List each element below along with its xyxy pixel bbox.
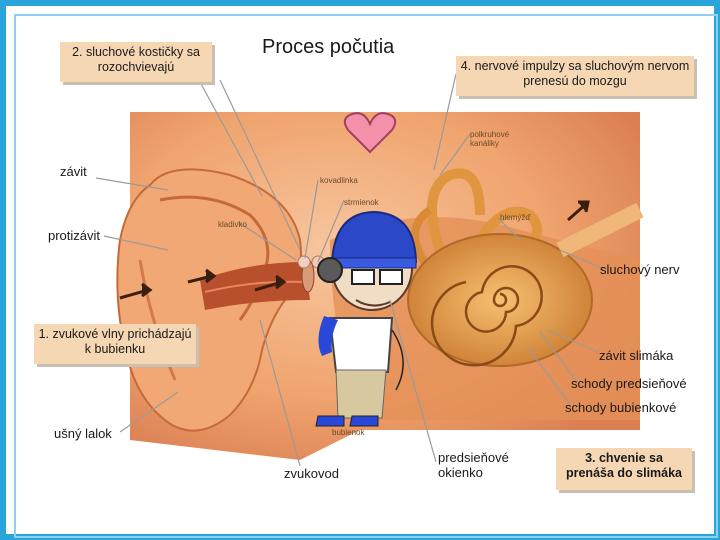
label-zavit-slimaka: závit slimáka: [599, 348, 674, 363]
label-schody-bubienkove: schody bubienkové: [565, 400, 677, 415]
page-frame-inner: [14, 14, 718, 538]
malleus: [297, 255, 311, 269]
label-schody-predsienove: schody predsieňové: [571, 376, 687, 391]
page-title: Proces počutia: [262, 36, 395, 58]
cochlea: [407, 233, 593, 367]
cartoon-character: [315, 210, 418, 427]
label-zavit: závit: [60, 164, 87, 179]
step-2-text: 2. sluchové kostičky sa rozochvievajú: [72, 45, 200, 74]
ear-canal-lining: [204, 280, 306, 293]
label-usny-lalok: ušný lalok: [54, 426, 112, 441]
step-4-box: 4. nervové impulzy sa sluchovým nervom p…: [456, 56, 694, 96]
small-label-hlemyzd: hlemýžď: [500, 213, 531, 222]
step-2-box: 2. sluchové kostičky sa rozochvievajú: [60, 42, 212, 82]
label-protizavit: protizávit: [48, 228, 101, 243]
auricle-helix: [138, 259, 177, 381]
small-label-strmienok: strmienok: [344, 198, 379, 207]
step-1-box: 1. zvukové vlny prichádzajú k bubienku: [34, 324, 196, 364]
small-label-kovadlinka: kovadlinka: [320, 176, 358, 185]
step-3-box: 3. chvenie sa prenáša do slimáka: [556, 448, 692, 490]
step-3-text: 3. chvenie sa prenáša do slimáka: [565, 451, 683, 480]
step-4-text: 4. nervové impulzy sa sluchovým nervom p…: [460, 59, 690, 88]
label-predsienove-okienko: predsieňové okienko: [438, 450, 509, 480]
leader-lines: [95, 73, 607, 467]
sound-arrows: [119, 200, 590, 300]
small-label-bubienok: bubienok: [332, 428, 365, 437]
heart-icon: [343, 112, 397, 154]
label-sluchovy-nerv: sluchový nerv: [600, 262, 680, 277]
ear-canal: [200, 262, 310, 310]
cochlea-spiral: [430, 265, 543, 367]
semicircular-canal-1: [427, 168, 485, 252]
step-1-text: 1. zvukové vlny prichádzajú k bubienku: [38, 327, 192, 356]
small-label-kladivko: kladivko: [218, 220, 247, 229]
small-label-polkruhove-kanaliky: polkruhové kanáliky: [470, 130, 510, 148]
auditory-nerve: [556, 202, 644, 258]
label-zvukovod: zvukovod: [284, 466, 339, 481]
